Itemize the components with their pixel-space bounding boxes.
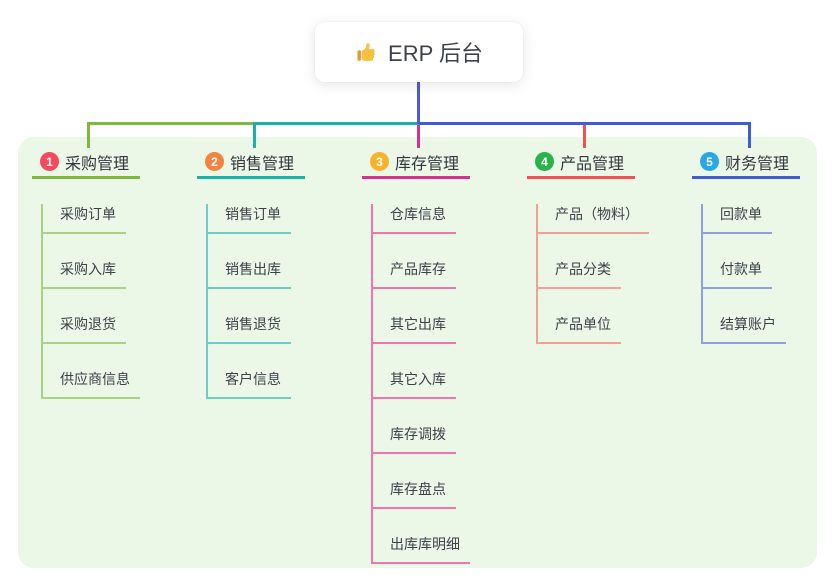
leaf-node[interactable]: 产品（物料） bbox=[538, 204, 649, 234]
leaf-node[interactable]: 产品分类 bbox=[538, 259, 621, 289]
leaf-node[interactable]: 采购退货 bbox=[43, 314, 126, 344]
branch-purchase-leaves: 采购订单 采购入库 采购退货 供应商信息 bbox=[41, 204, 140, 399]
badge-2-icon: 2 bbox=[205, 152, 224, 171]
background-panel bbox=[18, 137, 817, 568]
leaf-node[interactable]: 销售退货 bbox=[208, 314, 291, 344]
connector-horizontal-purchase bbox=[87, 122, 254, 125]
branch-product: 4 产品管理 产品（物料） 产品分类 产品单位 bbox=[527, 150, 649, 344]
leaf-node[interactable]: 库存调拨 bbox=[373, 424, 456, 454]
leaf-node[interactable]: 供应商信息 bbox=[43, 369, 140, 399]
badge-3-icon: 3 bbox=[370, 152, 389, 171]
badge-5-icon: 5 bbox=[700, 152, 719, 171]
leaf-node[interactable]: 采购入库 bbox=[43, 259, 126, 289]
branch-finance-header[interactable]: 5 财务管理 bbox=[692, 150, 800, 179]
branch-finance: 5 财务管理 回款单 付款单 结算账户 bbox=[692, 150, 800, 344]
leaf-node[interactable]: 其它出库 bbox=[373, 314, 456, 344]
leaf-node[interactable]: 出库库明细 bbox=[373, 534, 470, 564]
branch-sales-title: 销售管理 bbox=[230, 155, 295, 173]
branch-finance-leaves: 回款单 付款单 结算账户 bbox=[701, 204, 786, 344]
branch-purchase-header[interactable]: 1 采购管理 bbox=[32, 150, 140, 179]
branch-sales-header[interactable]: 2 销售管理 bbox=[197, 150, 305, 179]
connector-root-stem bbox=[417, 82, 420, 124]
connector-drop-product bbox=[583, 122, 586, 148]
leaf-node[interactable]: 销售出库 bbox=[208, 259, 291, 289]
branch-product-leaves: 产品（物料） 产品分类 产品单位 bbox=[536, 204, 649, 344]
branch-inventory-leaves: 仓库信息 产品库存 其它出库 其它入库 库存调拨 库存盘点 出库库明细 bbox=[371, 204, 470, 564]
connector-horizontal-sales bbox=[253, 122, 419, 125]
leaf-node[interactable]: 客户信息 bbox=[208, 369, 291, 399]
leaf-node[interactable]: 产品库存 bbox=[373, 259, 456, 289]
branch-inventory-title: 库存管理 bbox=[395, 155, 460, 173]
leaf-node[interactable]: 库存盘点 bbox=[373, 479, 456, 509]
branch-purchase: 1 采购管理 采购订单 采购入库 采购退货 供应商信息 bbox=[32, 150, 140, 399]
branch-inventory-header[interactable]: 3 库存管理 bbox=[362, 150, 470, 179]
leaf-node[interactable]: 仓库信息 bbox=[373, 204, 456, 234]
badge-4-icon: 4 bbox=[535, 152, 554, 171]
root-title: ERP 后台 bbox=[388, 41, 483, 66]
branch-sales: 2 销售管理 销售订单 销售出库 销售退货 客户信息 bbox=[197, 150, 305, 399]
leaf-node[interactable]: 其它入库 bbox=[373, 369, 456, 399]
leaf-node[interactable]: 回款单 bbox=[703, 204, 772, 234]
branch-purchase-title: 采购管理 bbox=[65, 155, 130, 173]
leaf-node[interactable]: 销售订单 bbox=[208, 204, 291, 234]
branch-sales-leaves: 销售订单 销售出库 销售退货 客户信息 bbox=[206, 204, 291, 399]
branch-inventory: 3 库存管理 仓库信息 产品库存 其它出库 其它入库 库存调拨 库存盘点 出库库… bbox=[362, 150, 470, 564]
root-node[interactable]: ERP 后台 bbox=[315, 22, 523, 82]
badge-1-icon: 1 bbox=[40, 152, 59, 171]
branch-finance-title: 财务管理 bbox=[725, 155, 790, 173]
leaf-node[interactable]: 付款单 bbox=[703, 259, 772, 289]
thumbs-up-icon bbox=[355, 41, 378, 64]
connector-drop-inventory bbox=[417, 122, 420, 148]
leaf-node[interactable]: 结算账户 bbox=[703, 314, 786, 344]
leaf-node[interactable]: 产品单位 bbox=[538, 314, 621, 344]
connector-drop-finance bbox=[748, 122, 751, 148]
connector-horizontal-finance bbox=[419, 122, 751, 125]
connector-drop-sales bbox=[253, 122, 256, 148]
leaf-node[interactable]: 采购订单 bbox=[43, 204, 126, 234]
connector-drop-purchase bbox=[87, 122, 90, 148]
branch-product-header[interactable]: 4 产品管理 bbox=[527, 150, 635, 179]
branch-product-title: 产品管理 bbox=[560, 155, 625, 173]
